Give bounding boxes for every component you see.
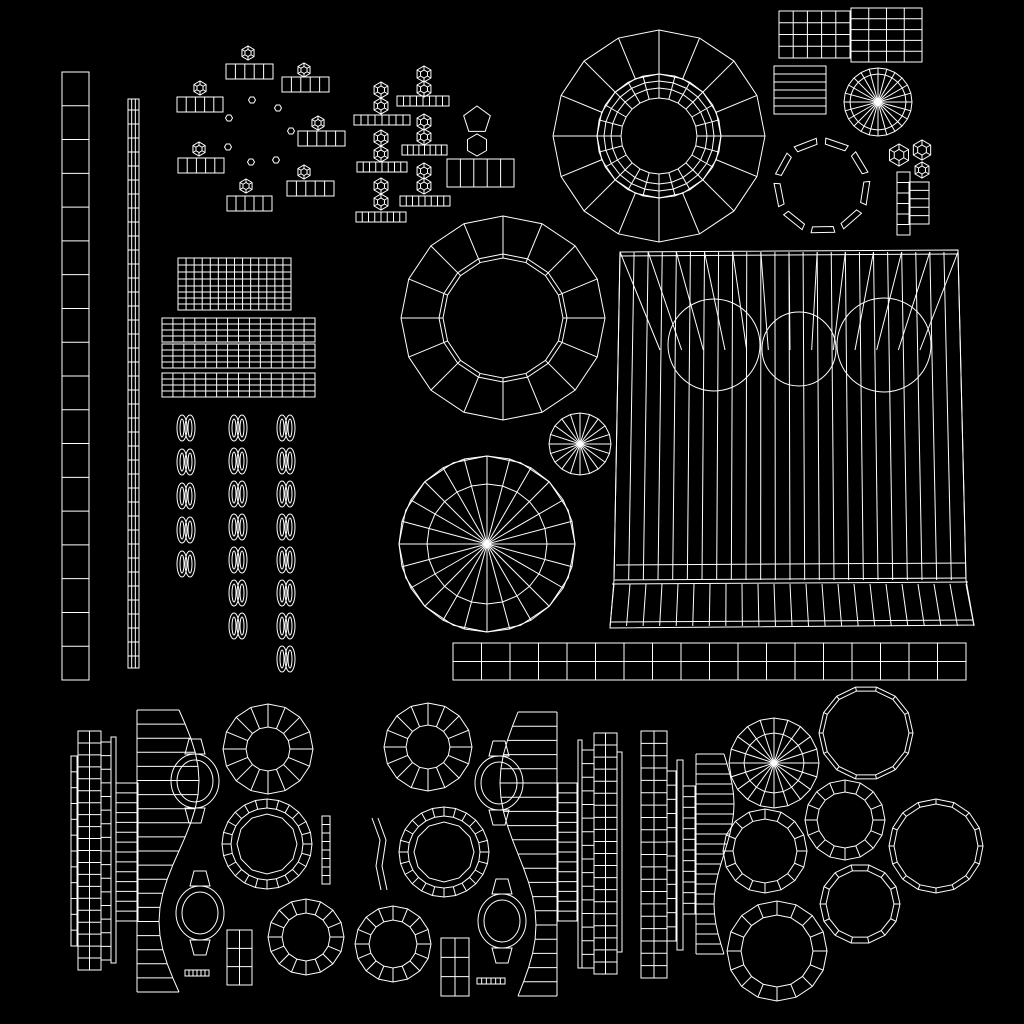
uv-large-ring-mid xyxy=(401,216,605,420)
uv-horizontal-strip xyxy=(453,643,966,680)
uv-large-fan-disc xyxy=(399,456,575,632)
uv-top-right-grids xyxy=(774,8,931,235)
uv-chain-links xyxy=(177,415,295,672)
uv-strip-left xyxy=(62,72,89,680)
uv-bottom-strips-right xyxy=(500,712,734,996)
uv-tube-strips xyxy=(162,258,315,397)
uv-bottom-strips-left xyxy=(71,710,199,992)
uv-bottom-discs-right xyxy=(723,687,983,1001)
uv-bottom-rings-left xyxy=(171,703,526,996)
uv-radial-disc-top xyxy=(553,30,765,242)
uv-small-parts-cluster xyxy=(177,46,345,211)
uv-hex-stack-columns xyxy=(354,66,514,222)
uv-strip-thin xyxy=(128,99,139,668)
uv-small-fan-disc xyxy=(549,413,611,475)
uv-drape-panel xyxy=(610,250,974,628)
